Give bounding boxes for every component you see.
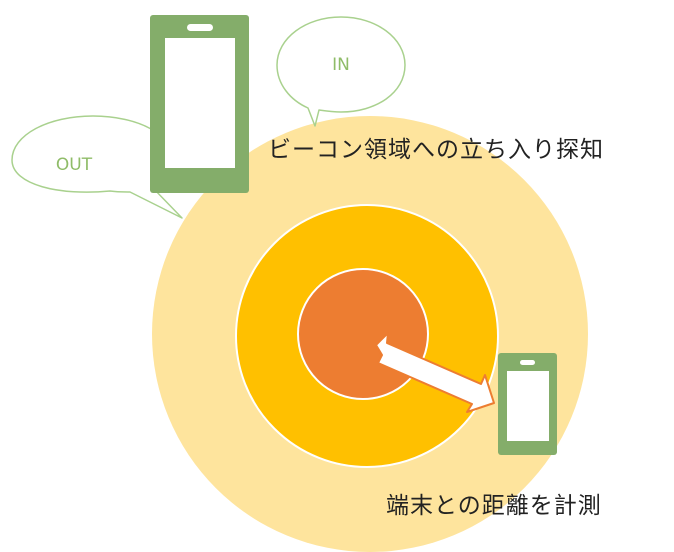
detection-caption: ビーコン領域への立ち入り探知 bbox=[268, 137, 604, 163]
in-label: IN bbox=[332, 55, 350, 75]
small-smartphone-icon bbox=[498, 353, 557, 455]
large-smartphone-icon bbox=[150, 15, 249, 193]
out-speech-bubble: OUT bbox=[11, 115, 183, 219]
distance-arrow-icon bbox=[375, 332, 495, 413]
out-label: OUT bbox=[56, 155, 93, 175]
beacon-inner-zone bbox=[297, 268, 429, 400]
distance-caption: 端末との距離を計測 bbox=[386, 493, 602, 519]
in-speech-bubble: IN bbox=[276, 16, 406, 127]
